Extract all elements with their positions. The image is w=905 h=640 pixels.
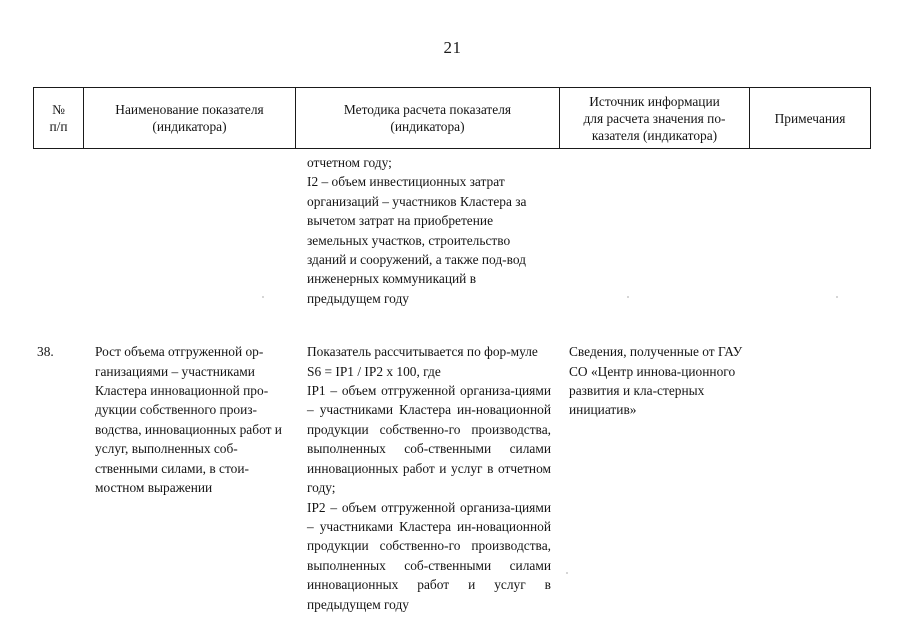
cell-indicator-name: Рост объема отгруженной ор-ганизациями –…: [83, 342, 295, 497]
column-header-indicator-name-line1: Наименование показателя: [115, 102, 264, 117]
page-number: 21: [443, 38, 462, 57]
column-header-information-source: Источник информации для расчета значения…: [560, 88, 750, 148]
cell-indicator-name-text: Рост объема отгруженной ор-ганизациями –…: [95, 344, 282, 496]
scan-artifact: [627, 296, 629, 298]
column-header-indicator-name: Наименование показателя (индикатора): [84, 88, 296, 148]
table-body: отчетном году; I2 – объем инвестиционных…: [33, 149, 871, 614]
cell-information-source: Сведения, полученные от ГАУ СО «Центр ин…: [559, 342, 749, 420]
column-header-number-line2: п/п: [49, 119, 68, 134]
column-header-calculation-method-line2: (индикатора): [390, 119, 465, 134]
cell-calculation-method: отчетном году; I2 – объем инвестиционных…: [295, 153, 559, 308]
column-header-number-line1: №: [52, 102, 65, 117]
cell-calculation-method: Показатель рассчитывается по фор-муле S6…: [295, 342, 559, 614]
column-header-information-source-line3: казателя (индикатора): [591, 127, 718, 143]
scan-artifact: [836, 296, 838, 298]
column-header-information-source-line2: для расчета значения по-: [583, 110, 726, 126]
column-header-calculation-method-line1: Методика расчета показателя: [343, 102, 512, 117]
cell-information-source-text: Сведения, полученные от ГАУ СО «Центр ин…: [569, 344, 743, 418]
scan-artifact: [566, 572, 568, 574]
cell-calculation-method-text: Показатель рассчитывается по фор-муле S6…: [307, 344, 551, 612]
column-header-number: № п/п: [34, 88, 84, 148]
table-header-row: № п/п Наименование показателя (индикатор…: [33, 87, 871, 149]
table-row: 38. Рост объема отгруженной ор-ганизация…: [33, 308, 871, 614]
column-header-information-source-line1: Источник информации: [589, 93, 720, 109]
column-header-notes: Примечания: [750, 88, 870, 148]
column-header-calculation-method: Методика расчета показателя (индикатора): [296, 88, 560, 148]
table-row: отчетном году; I2 – объем инвестиционных…: [33, 149, 871, 308]
scan-artifact: [262, 296, 264, 298]
cell-calculation-method-text: отчетном году; I2 – объем инвестиционных…: [307, 155, 527, 306]
cell-number: 38.: [33, 342, 83, 361]
column-header-notes-line1: Примечания: [774, 110, 846, 126]
cell-number-text: 38.: [37, 344, 54, 360]
column-header-indicator-name-line2: (индикатора): [152, 119, 227, 134]
